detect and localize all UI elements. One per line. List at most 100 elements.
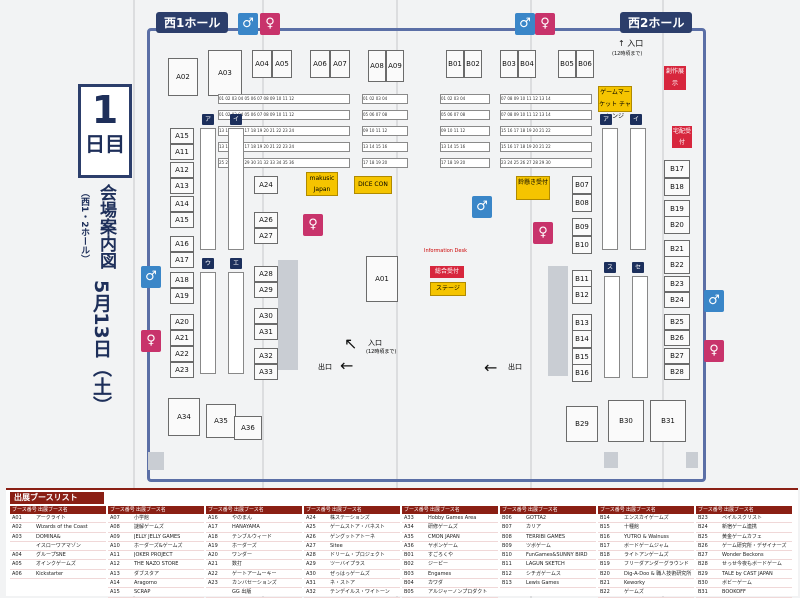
booth-B01[interactable]: B01	[446, 50, 464, 78]
booth-A03[interactable]: A03	[208, 50, 242, 96]
exhibitor-row[interactable]: イスローワアマゾン	[10, 542, 106, 552]
booth-A14[interactable]: A14	[170, 196, 194, 212]
booth-B12[interactable]: B12	[572, 286, 592, 304]
booth-A04[interactable]: A04	[252, 50, 272, 78]
booth-A06[interactable]: A06	[310, 50, 330, 78]
booth-B27[interactable]: B27	[664, 348, 690, 364]
booth-B29[interactable]: B29	[566, 406, 598, 442]
booth-B25[interactable]: B25	[664, 314, 690, 330]
creation-exhibit[interactable]: 創作展示	[664, 66, 686, 90]
booth-A34[interactable]: A34	[168, 398, 200, 436]
booth-A23[interactable]: A23	[170, 362, 194, 378]
booth-A27[interactable]: A27	[254, 228, 278, 244]
booth-A01[interactable]: A01	[366, 256, 398, 302]
booth-B16[interactable]: B16	[572, 364, 592, 382]
booth-A12[interactable]: A12	[170, 162, 194, 178]
booth-B03[interactable]: B03	[500, 50, 518, 78]
booth-B18[interactable]: B18	[664, 178, 690, 196]
booth-B30[interactable]: B30	[608, 400, 644, 442]
booth-B09[interactable]: B09	[572, 218, 592, 236]
booth-A15[interactable]: A15	[170, 128, 194, 144]
game-market-challenge[interactable]: ゲームマーケット チャレンジ	[598, 86, 632, 120]
makusic-japan[interactable]: makusic Japan	[306, 172, 338, 196]
booth-A20[interactable]: A20	[170, 314, 194, 330]
exhibitor-row[interactable]: GG 出版	[206, 588, 302, 598]
booth-A09[interactable]: A09	[386, 50, 404, 82]
booth-B10[interactable]: B10	[572, 236, 592, 254]
booth-A02[interactable]: A02	[168, 58, 198, 96]
booth-B28[interactable]: B28	[664, 364, 690, 380]
booth-B22[interactable]: B22	[664, 256, 690, 274]
booth-B14[interactable]: B14	[572, 330, 592, 348]
booth-A21[interactable]: A21	[170, 330, 194, 346]
booth-B05[interactable]: B05	[558, 50, 576, 78]
booth-A30[interactable]: A30	[254, 308, 278, 324]
booth-A16[interactable]: A16	[170, 236, 194, 252]
delivery-desk[interactable]: 宅配受付	[672, 126, 692, 148]
general-reception[interactable]: 総合受付	[430, 266, 464, 278]
booth-B08[interactable]: B08	[572, 194, 592, 212]
booth-B23[interactable]: B23	[664, 276, 690, 292]
booth-A11[interactable]: A11	[170, 144, 194, 160]
booth-A33[interactable]: A33	[254, 364, 278, 380]
booth-A05[interactable]: A05	[272, 50, 292, 78]
booth-B07[interactable]: B07	[572, 176, 592, 194]
booth-A31[interactable]: A31	[254, 324, 278, 340]
booth-A32[interactable]: A32	[254, 348, 278, 364]
booth-A18[interactable]: A18	[170, 272, 194, 288]
booth-A22[interactable]: A22	[170, 346, 194, 362]
booth-B06[interactable]: B06	[576, 50, 594, 78]
booth-A29[interactable]: A29	[254, 282, 278, 298]
bonyu-desk[interactable]: 鈴懸き受付	[516, 176, 550, 200]
booth-B04[interactable]: B04	[518, 50, 536, 78]
